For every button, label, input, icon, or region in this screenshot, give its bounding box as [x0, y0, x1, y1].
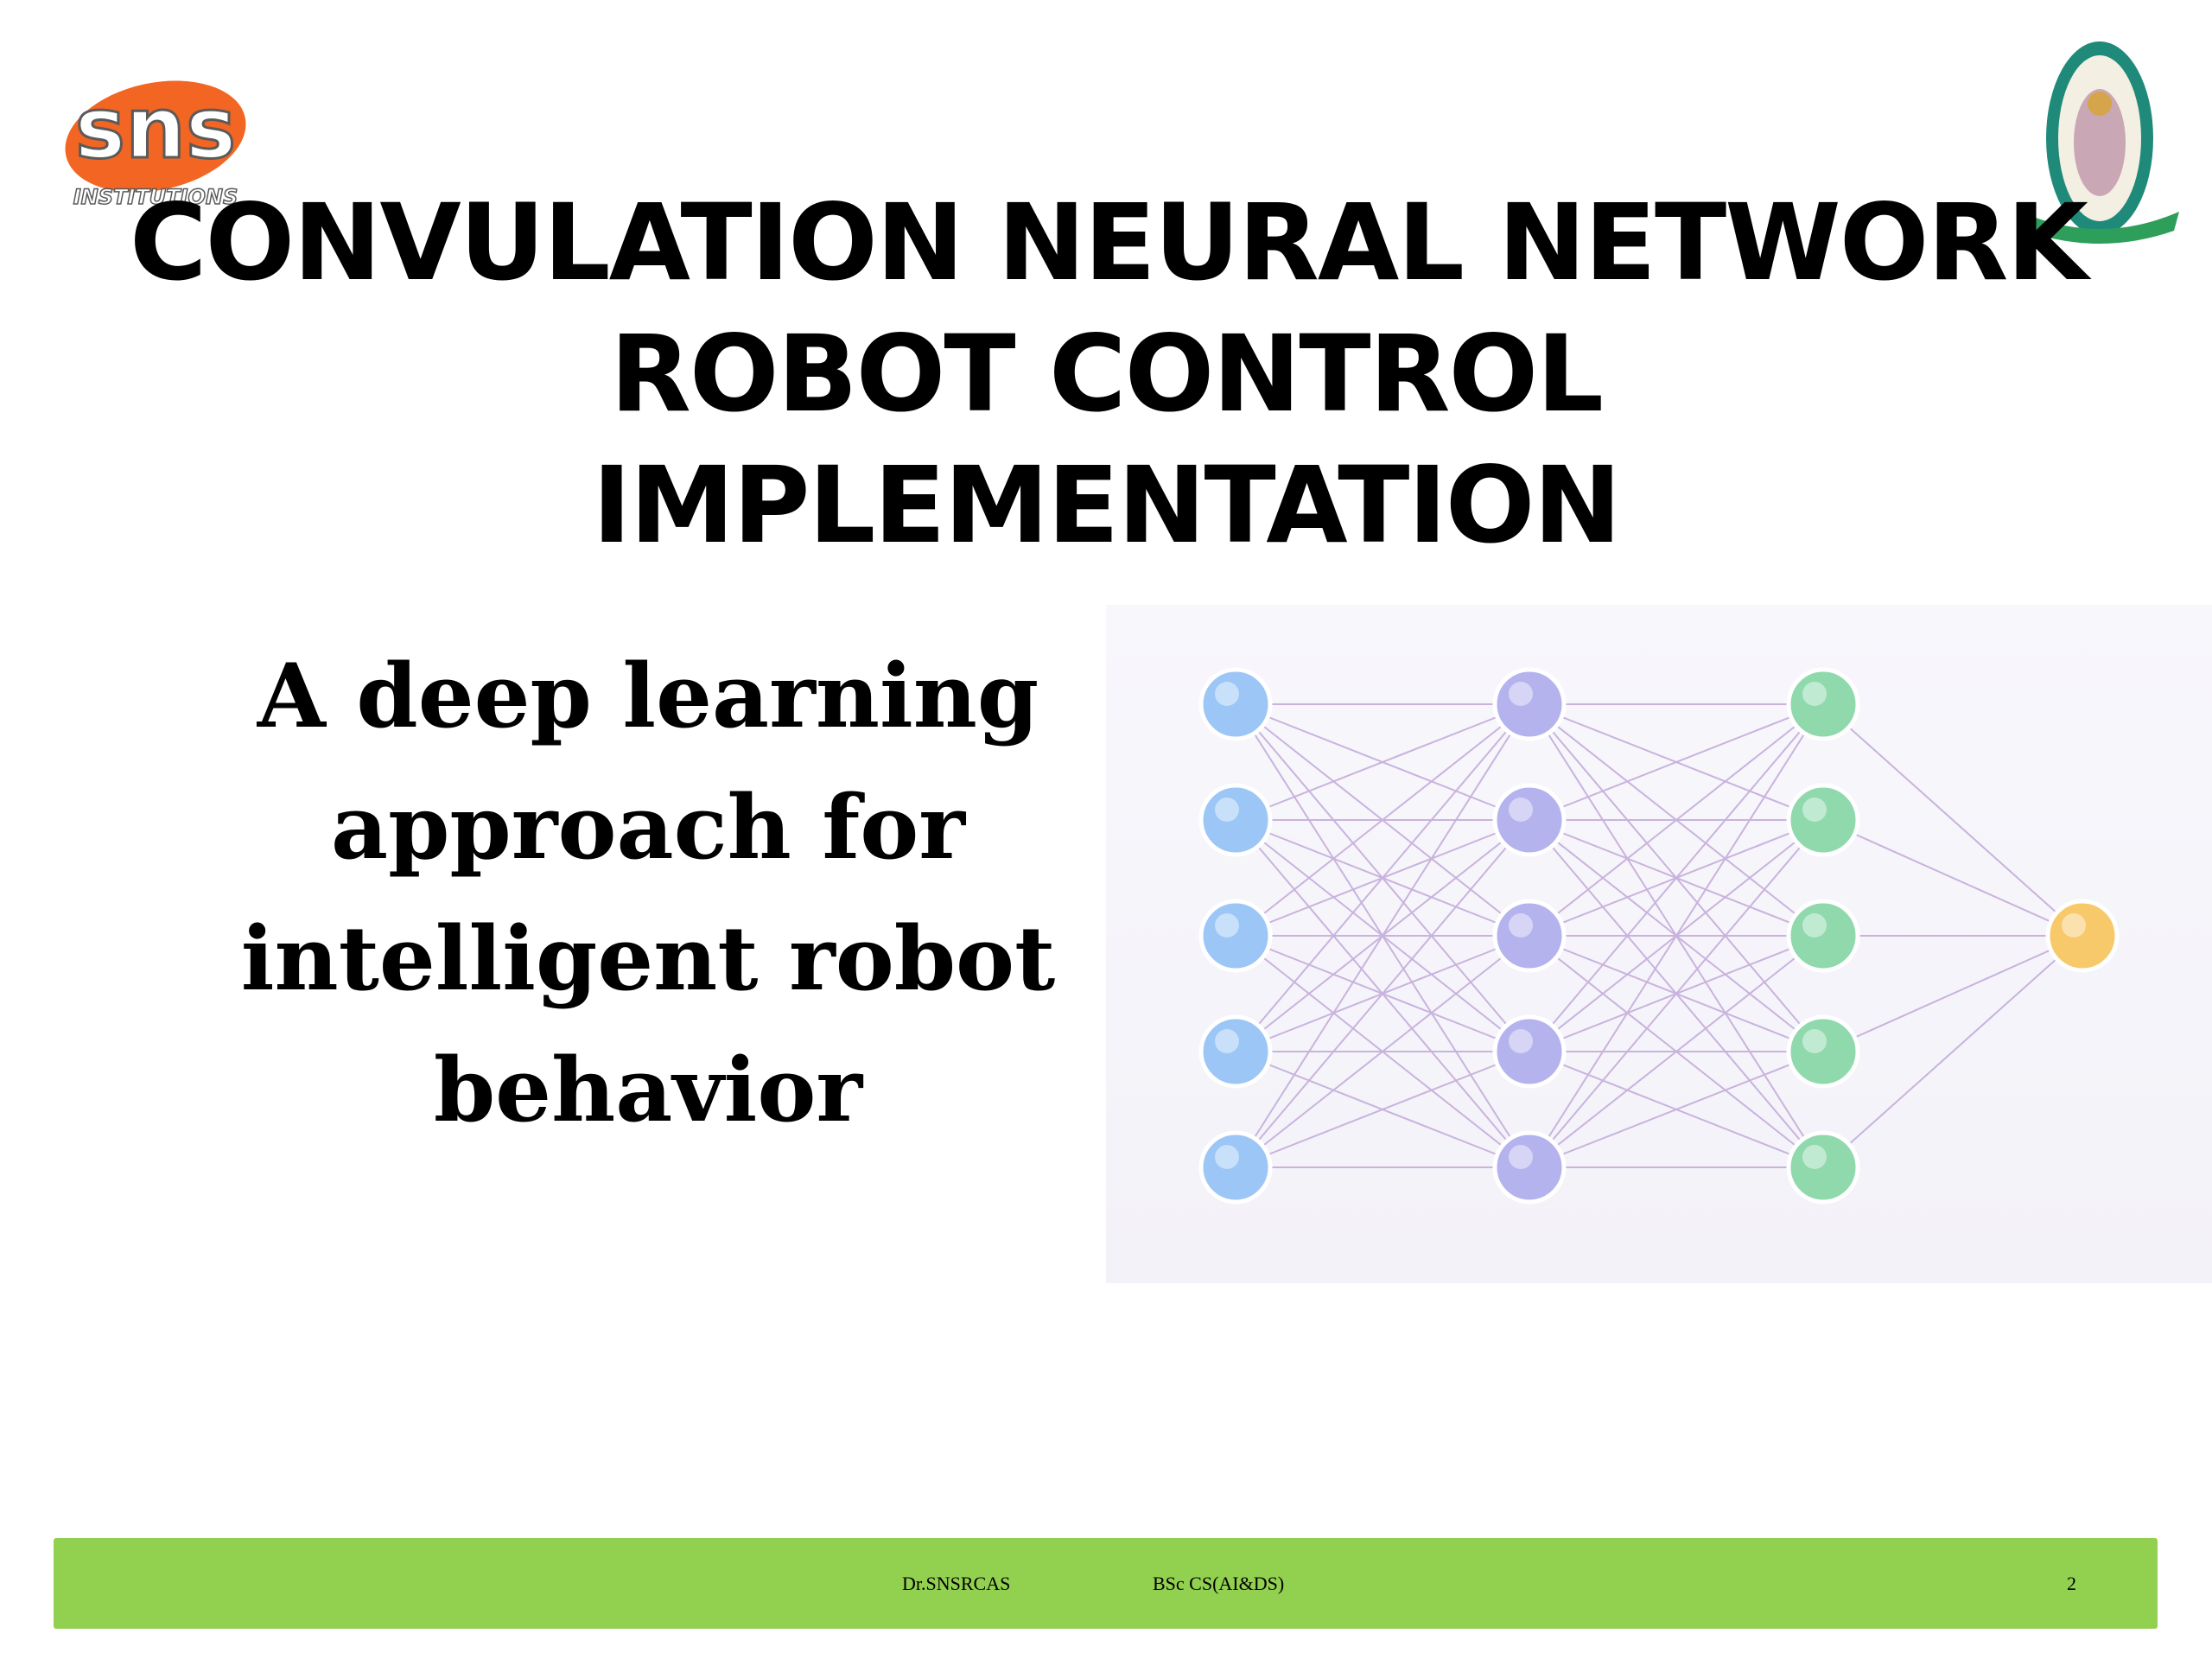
- network-connection: [1529, 935, 1824, 1168]
- neural-network-image: [1106, 605, 2212, 1283]
- network-connection: [1529, 819, 1824, 1168]
- network-connection: [1822, 703, 2083, 937]
- network-node: [1786, 1130, 1860, 1205]
- network-node: [1492, 667, 1567, 741]
- network-node-highlight: [1215, 1145, 1239, 1169]
- network-node: [1198, 899, 1273, 973]
- network-node: [2045, 899, 2120, 973]
- network-node: [1492, 1130, 1567, 1205]
- network-node: [1786, 1014, 1860, 1089]
- subtitle-line-4: behavior: [433, 1039, 863, 1142]
- network-node-highlight: [1509, 798, 1533, 822]
- network-connection: [1235, 703, 1530, 937]
- network-node: [1198, 667, 1273, 741]
- network-connection: [1529, 703, 1824, 937]
- title-line-2: ROBOT CONTROL: [609, 313, 1604, 435]
- network-connection: [1822, 935, 2083, 1052]
- network-node-highlight: [1802, 1029, 1827, 1053]
- slide-subtitle: A deep learning approach for intelligent…: [216, 631, 1080, 1156]
- subtitle-line-1: A deep learning: [257, 645, 1039, 748]
- footer-course: BSc CS(AI&DS): [1153, 1573, 1285, 1594]
- network-connection: [1822, 935, 2083, 1168]
- network-connection: [1529, 1051, 1824, 1168]
- network-node: [1492, 1014, 1567, 1089]
- network-node: [1198, 783, 1273, 857]
- subtitle-line-3: intelligent robot: [240, 907, 1056, 1011]
- network-connection: [1235, 819, 1530, 1168]
- slide-title: CONVULATION NEURAL NETWORK ROBOT CONTROL…: [130, 177, 2088, 571]
- network-node-highlight: [1802, 682, 1827, 706]
- network-node-highlight: [1215, 682, 1239, 706]
- network-node: [1492, 899, 1567, 973]
- network-connection: [1529, 703, 1824, 1168]
- svg-text:INSTITUTIONS: INSTITUTIONS: [73, 185, 238, 209]
- network-connection: [1235, 703, 1530, 1052]
- neural-network-diagram: [1198, 667, 2120, 1205]
- network-node: [1198, 1130, 1273, 1205]
- network-node: [1786, 783, 1860, 857]
- network-node: [1198, 1014, 1273, 1089]
- subtitle-line-2: approach for: [330, 776, 966, 880]
- network-connection: [1235, 703, 1530, 821]
- network-node-highlight: [1802, 1145, 1827, 1169]
- slide-number: 2: [2067, 1573, 2076, 1594]
- network-connection: [1529, 703, 1824, 821]
- network-node-highlight: [1802, 798, 1827, 822]
- network-node: [1786, 667, 1860, 741]
- network-connection: [1529, 703, 1824, 1052]
- title-line-3: IMPLEMENTATION: [592, 444, 1621, 567]
- network-connection: [1235, 703, 1530, 1168]
- sns-institutions-logo: sns INSTITUTIONS: [65, 79, 246, 210]
- network-connection: [1235, 935, 1530, 1168]
- network-connection: [1822, 819, 2083, 937]
- network-node-highlight: [1215, 1029, 1239, 1053]
- network-node-highlight: [1802, 913, 1827, 938]
- svg-text:sns: sns: [75, 79, 236, 178]
- network-node-highlight: [2062, 913, 2086, 938]
- footer-bar: Dr.SNSRCAS BSc CS(AI&DS) 2: [54, 1538, 2158, 1629]
- network-node-highlight: [1509, 913, 1533, 938]
- network-node-highlight: [1509, 682, 1533, 706]
- network-node-highlight: [1509, 1029, 1533, 1053]
- network-node-highlight: [1509, 1145, 1533, 1169]
- network-node: [1786, 899, 1860, 973]
- network-node-highlight: [1215, 798, 1239, 822]
- network-connection: [1235, 1051, 1530, 1168]
- college-seal-logo: [2020, 41, 2179, 244]
- footer-institution: Dr.SNSRCAS: [902, 1573, 1011, 1594]
- title-line-1: CONVULATION NEURAL NETWORK: [130, 181, 2088, 304]
- network-node-highlight: [1215, 913, 1239, 938]
- network-node: [1492, 783, 1567, 857]
